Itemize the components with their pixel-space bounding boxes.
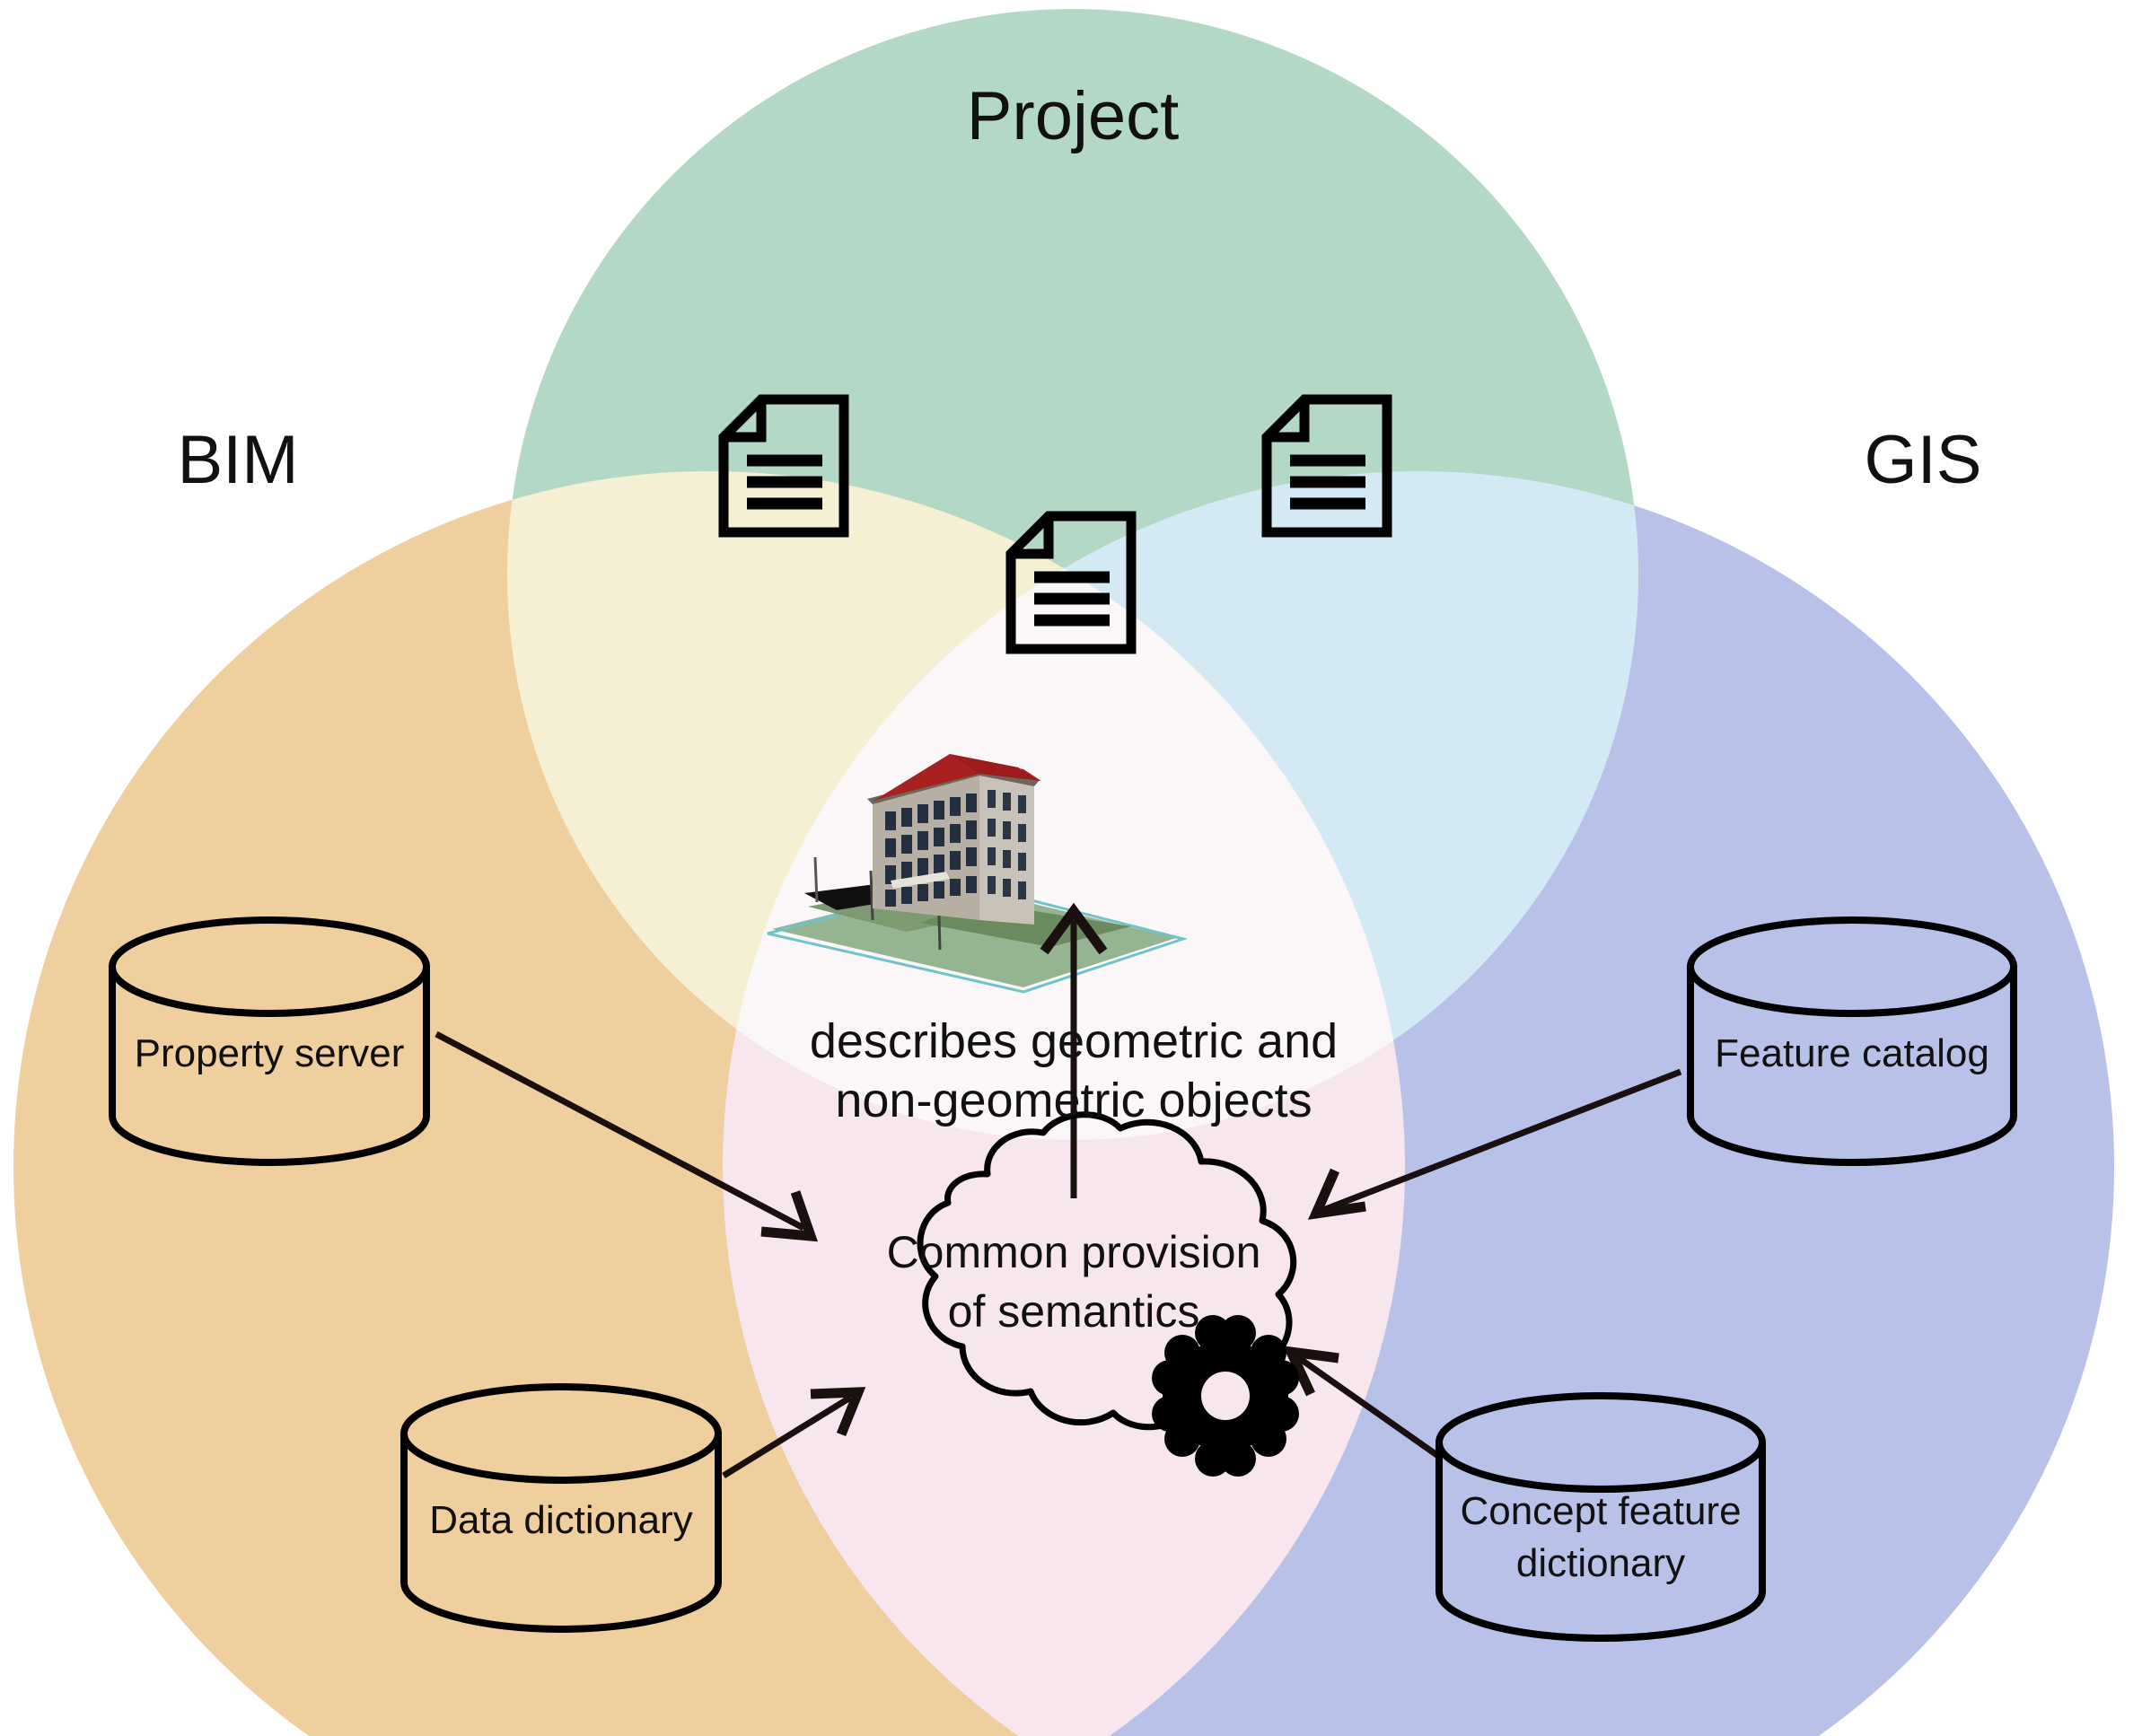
cylinder-label-concept-feature-dictionary-line2: dictionary [1516, 1541, 1685, 1585]
circle-label-project: Project [967, 78, 1180, 154]
cylinder-property-server: Property server [109, 916, 430, 1166]
circle-label-bim: BIM [177, 422, 298, 498]
gear-icon [1152, 1315, 1299, 1477]
cylinder-feature-catalog: Feature catalog [1687, 916, 2017, 1166]
cylinder-label-data-dictionary: Data dictionary [429, 1498, 692, 1542]
arrow-concept-feature-dictionary-to-cloud [1282, 1346, 1441, 1459]
circle-label-gis: GIS [1865, 422, 1982, 498]
common-semantics-cloud: Common provision of semantics [887, 1111, 1297, 1431]
cloud-label-line2: of semantics [948, 1286, 1200, 1337]
cylinder-label-feature-catalog: Feature catalog [1715, 1031, 1989, 1075]
arrow-cloud-to-building [1040, 902, 1108, 1198]
cylinder-concept-feature-dictionary: Concept feature dictionary [1435, 1392, 1766, 1642]
arrow-property-server-to-cloud [435, 1030, 818, 1242]
arrow-data-dictionary-to-cloud [722, 1387, 866, 1478]
edge-label-line2: non-geometric objects [835, 1074, 1312, 1127]
cylinder-label-concept-feature-dictionary-line1: Concept feature [1460, 1489, 1741, 1533]
cylinder-label-property-server: Property server [135, 1031, 405, 1075]
document-icon [1261, 394, 1392, 538]
cloud-label-line1: Common provision [887, 1227, 1261, 1277]
cylinder-data-dictionary: Data dictionary [400, 1383, 722, 1633]
document-icon [1005, 511, 1137, 654]
document-icon [718, 394, 849, 538]
arrow-feature-catalog-to-cloud [1307, 1068, 1682, 1220]
overlap-all-three [723, 471, 1405, 1140]
edge-label-line1: describes geometric and [810, 1014, 1338, 1068]
